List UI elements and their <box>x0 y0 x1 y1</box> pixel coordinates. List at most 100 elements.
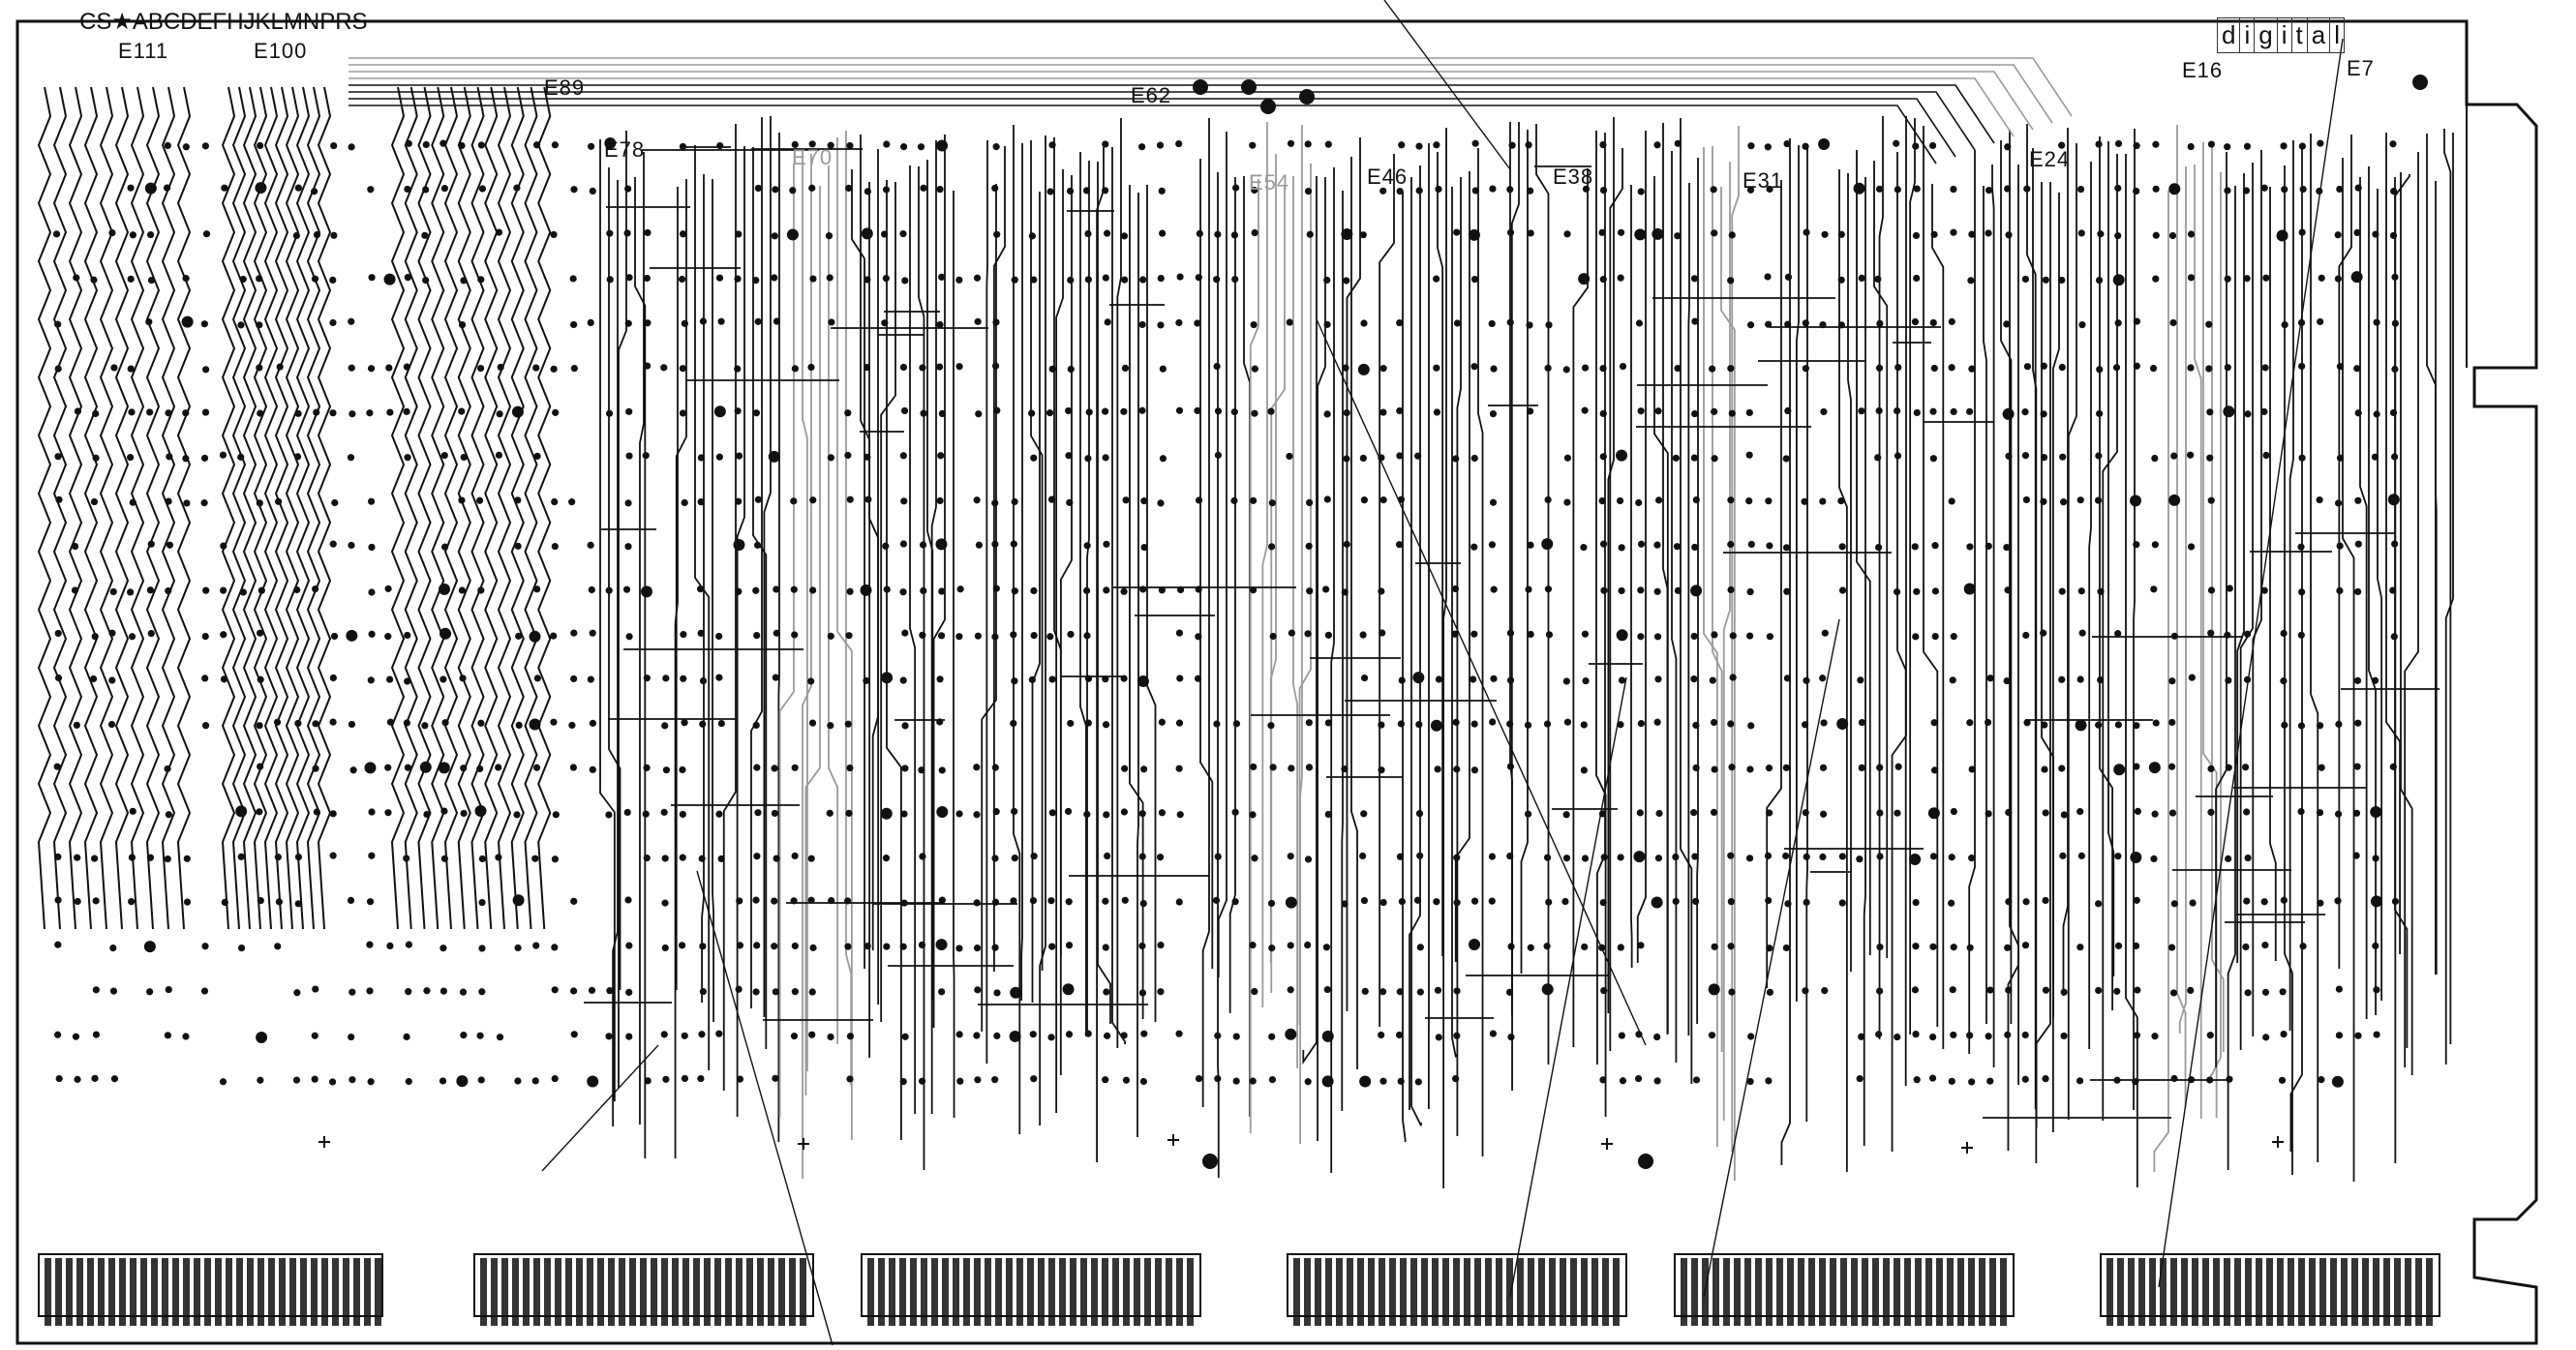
gold-finger <box>1734 1258 1741 1326</box>
gold-finger <box>1389 1258 1396 1326</box>
solder-pad <box>1819 497 1827 505</box>
solder-pad <box>551 497 559 506</box>
trace <box>2099 136 2113 1010</box>
solder-pad <box>1692 1076 1701 1084</box>
solder-pad <box>1028 232 1036 240</box>
gold-finger <box>1979 1258 1985 1326</box>
solder-pad <box>1635 319 1644 327</box>
solder-pad <box>1343 455 1350 463</box>
solder-pad <box>828 318 835 326</box>
gold-finger <box>1432 1258 1439 1326</box>
gold-finger <box>910 1258 917 1326</box>
solder-pad <box>2354 540 2362 548</box>
solder-pad <box>991 898 1000 906</box>
solder-pad <box>2389 408 2398 417</box>
solder-pad <box>2353 228 2361 237</box>
solder-pad <box>1711 631 1718 639</box>
solder-pad <box>349 988 356 996</box>
trace <box>1217 132 1227 977</box>
solder-pad <box>405 139 412 147</box>
solder-pad <box>2391 273 2399 281</box>
solder-pad <box>127 365 135 373</box>
gold-finger <box>1936 1258 1943 1326</box>
solder-pad <box>1305 498 1314 506</box>
solder-pad <box>1010 897 1017 905</box>
solder-pad <box>1727 585 1735 594</box>
solder-pad <box>1104 318 1111 326</box>
solder-pad <box>1634 228 1647 241</box>
trace <box>2088 162 2092 1049</box>
solder-pad <box>2151 1033 2159 1040</box>
gold-finger <box>247 1258 254 1326</box>
gold-finger <box>757 1258 764 1326</box>
solder-pad <box>699 720 707 728</box>
solder-pad <box>1710 808 1718 817</box>
solder-pad <box>1230 408 1238 416</box>
solder-pad <box>2297 807 2305 816</box>
gold-finger <box>1862 1258 1868 1326</box>
solder-pad <box>642 810 650 818</box>
solder-pad <box>2095 140 2103 148</box>
trace <box>2000 140 2013 1024</box>
solder-pad <box>624 896 632 904</box>
logo-letter: t <box>2292 18 2308 52</box>
solder-pad <box>1287 986 1294 994</box>
solder-pad <box>1637 633 1645 641</box>
gold-finger <box>2277 1258 2284 1326</box>
solder-pad <box>1653 587 1661 595</box>
solder-pad <box>2335 1032 2344 1039</box>
gold-finger <box>2160 1258 2167 1326</box>
solder-pad <box>147 540 155 548</box>
solder-pad <box>2042 896 2049 905</box>
solder-pad <box>808 719 817 727</box>
solder-pad <box>901 765 909 772</box>
trace <box>1731 126 1740 1152</box>
solder-pad <box>1230 496 1238 504</box>
solder-pad <box>1120 808 1129 816</box>
solder-pad <box>1563 454 1572 462</box>
solder-pad <box>1784 273 1793 281</box>
solder-pad <box>938 988 946 996</box>
gold-finger <box>1006 1258 1013 1326</box>
trace <box>2236 173 2245 963</box>
solder-pad <box>220 631 227 639</box>
solder-pad <box>1674 364 1682 373</box>
trace <box>176 86 192 930</box>
trace <box>802 154 812 1179</box>
solder-pad <box>1102 274 1109 282</box>
solder-pad <box>807 363 815 372</box>
solder-pad <box>973 944 982 952</box>
solder-pad <box>1231 275 1239 284</box>
solder-pad <box>883 943 891 950</box>
solder-pad <box>861 227 873 240</box>
solder-pad <box>1176 273 1184 281</box>
solder-pad <box>220 542 227 550</box>
trace <box>634 177 647 1158</box>
solder-pad <box>920 184 927 192</box>
solder-pad <box>2243 630 2252 638</box>
solder-pad <box>735 587 742 595</box>
trace <box>1437 152 1444 956</box>
solder-pad <box>716 141 724 150</box>
solder-pad <box>808 184 816 192</box>
solder-pad <box>1195 274 1202 282</box>
solder-pad <box>368 543 376 552</box>
solder-pad <box>1544 585 1553 593</box>
solder-pad <box>1654 675 1662 683</box>
solder-pad <box>1672 897 1680 906</box>
solder-pad <box>1929 318 1937 327</box>
solder-pad <box>1379 629 1386 637</box>
solder-pad <box>1876 809 1884 817</box>
solder-pad <box>107 720 116 729</box>
solder-pad <box>2058 276 2066 285</box>
bus-trace <box>349 64 2053 124</box>
trace <box>1330 167 1335 1173</box>
solder-pad <box>235 805 248 818</box>
solder-pad <box>790 1033 799 1040</box>
gold-finger <box>1016 1258 1023 1326</box>
solder-pad <box>1435 185 1442 194</box>
solder-pad <box>2205 365 2213 373</box>
solder-pad <box>166 453 173 461</box>
trace <box>1346 137 1361 1011</box>
solder-pad <box>1527 229 1534 237</box>
